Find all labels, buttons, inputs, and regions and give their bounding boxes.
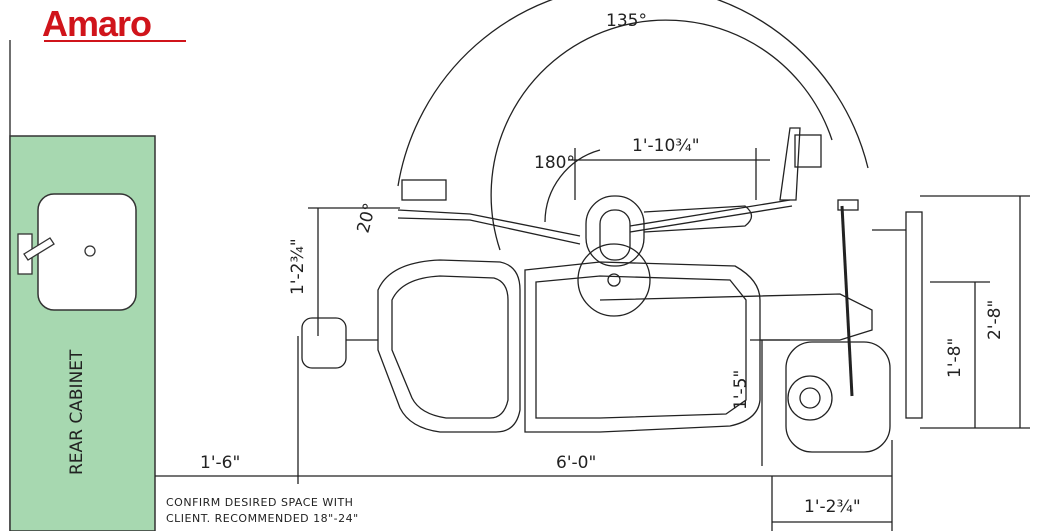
swing-arc-outer [397, 0, 869, 187]
bottom-width-label: 1'-2¾" [804, 497, 861, 517]
brand-logo: Amaro [42, 3, 152, 44]
note-line-1: CONFIRM DESIRED SPACE WITH [166, 496, 353, 509]
assistant-unit-center [607, 273, 621, 287]
cabinet-label: REAR CABINET [67, 349, 87, 475]
leg-rest [599, 293, 873, 341]
cuspidor [787, 375, 833, 421]
small-height-label: 1'-5" [731, 370, 751, 410]
headrest [301, 317, 347, 369]
chair-base [785, 341, 891, 453]
arc-angle-label: 135° [606, 11, 647, 31]
swing-arc-inner [490, 19, 833, 251]
assistant-tray [643, 205, 753, 233]
left-height-label: 1'-2¾" [288, 238, 308, 295]
rod-cap [837, 199, 859, 211]
overall-height-label: 2'-8" [985, 300, 1005, 340]
sink-drain [84, 245, 96, 257]
chair-seat [524, 261, 761, 433]
delivery-rod [840, 205, 854, 397]
assistant-unit [577, 243, 651, 317]
chair-back-inner [391, 275, 509, 419]
note-line-2: CLIENT. RECOMMENDED 18"-24" [166, 512, 359, 525]
chair-seat-inner [535, 275, 747, 419]
swing-angle-label: 180° [534, 153, 575, 173]
light-post [905, 211, 923, 419]
faucet-icon [17, 233, 55, 275]
swing-arc-small [544, 149, 601, 223]
assistant-arm [585, 195, 645, 267]
cuspidor-drain [799, 387, 821, 409]
brand-logo-underline [44, 40, 186, 42]
right-height-label: 1'-8" [945, 338, 965, 378]
assistant-arm-inner [599, 209, 631, 261]
chair-length-label: 6'-0" [556, 453, 596, 473]
rear-clearance-label: 1'-6" [200, 453, 240, 473]
delivery-offset-label: 1'-10¾" [632, 136, 700, 156]
cabinet-sink [37, 193, 137, 311]
tilt-angle-label: 20° [354, 201, 381, 235]
delivery-arm [397, 127, 822, 245]
chair-back [377, 259, 521, 433]
